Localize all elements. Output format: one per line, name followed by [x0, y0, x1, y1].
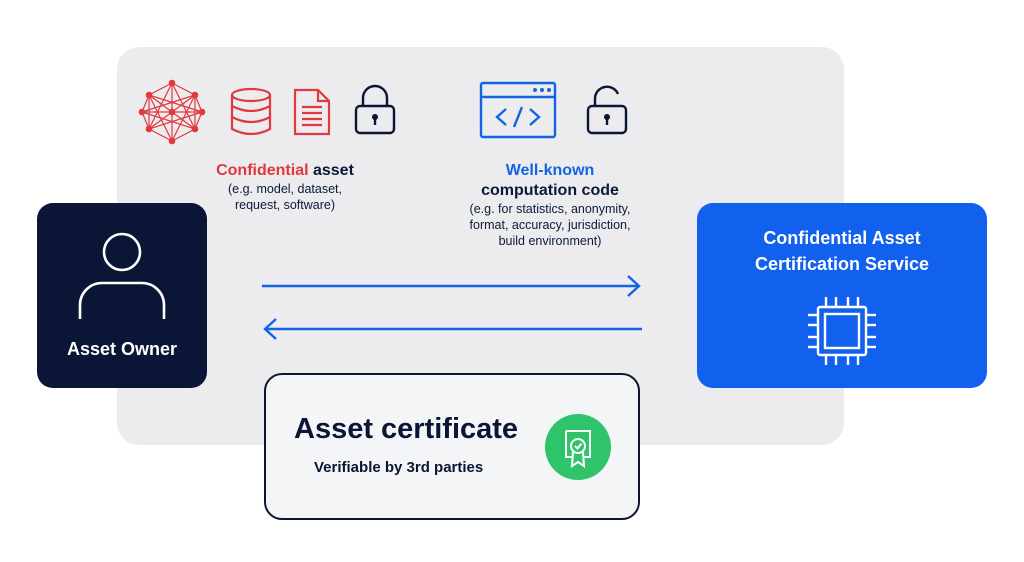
confidential-asset-caption: Confidential asset (e.g. model, dataset,…: [190, 161, 380, 213]
chip-icon: [808, 297, 876, 365]
computation-code-example-3: build environment): [498, 234, 602, 248]
certificate-title: Asset certificate: [294, 413, 519, 445]
certification-service-label-line2: Certification Service: [754, 254, 930, 274]
well-known-label: Well-known: [505, 162, 595, 179]
asset-word: asset: [308, 162, 354, 179]
certification-service-box: Confidential Asset Certification Service: [697, 203, 987, 388]
confidential-asset-example-1: (e.g. model, dataset,: [228, 182, 342, 196]
confidential-asset-example-2: request, software): [234, 198, 336, 212]
document-icon: [293, 88, 331, 136]
confidential-asset-title: Confidential asset: [190, 161, 380, 181]
computation-code-label: computation code: [481, 182, 619, 199]
certificate-subtitle: Verifiable by 3rd parties: [314, 459, 484, 476]
asset-owner-label: Asset Owner: [66, 339, 178, 359]
arrow-left-icon: [263, 318, 642, 340]
lock-open-icon: [586, 85, 628, 135]
person-icon: [78, 232, 166, 319]
lock-closed-icon: [354, 84, 396, 135]
computation-code-caption: Well-known computation code (e.g. for st…: [440, 161, 660, 249]
arrow-right-icon: [262, 275, 641, 297]
certificate-badge-icon: [545, 414, 611, 480]
confidential-highlight: Confidential: [216, 162, 309, 179]
certification-service-label-line1: Confidential Asset: [763, 228, 921, 248]
computation-code-example-2: format, accuracy, jurisdiction,: [469, 218, 631, 232]
database-icon: [230, 87, 272, 136]
network-icon: [138, 79, 206, 145]
certification-service-label: Confidential Asset Certification Service: [717, 225, 967, 277]
asset-owner-box: Asset Owner: [37, 203, 207, 388]
asset-certificate-box: Asset certificate Verifiable by 3rd part…: [264, 373, 640, 520]
code-window-icon: [479, 81, 557, 139]
computation-code-example-1: (e.g. for statistics, anonymity,: [469, 202, 631, 216]
